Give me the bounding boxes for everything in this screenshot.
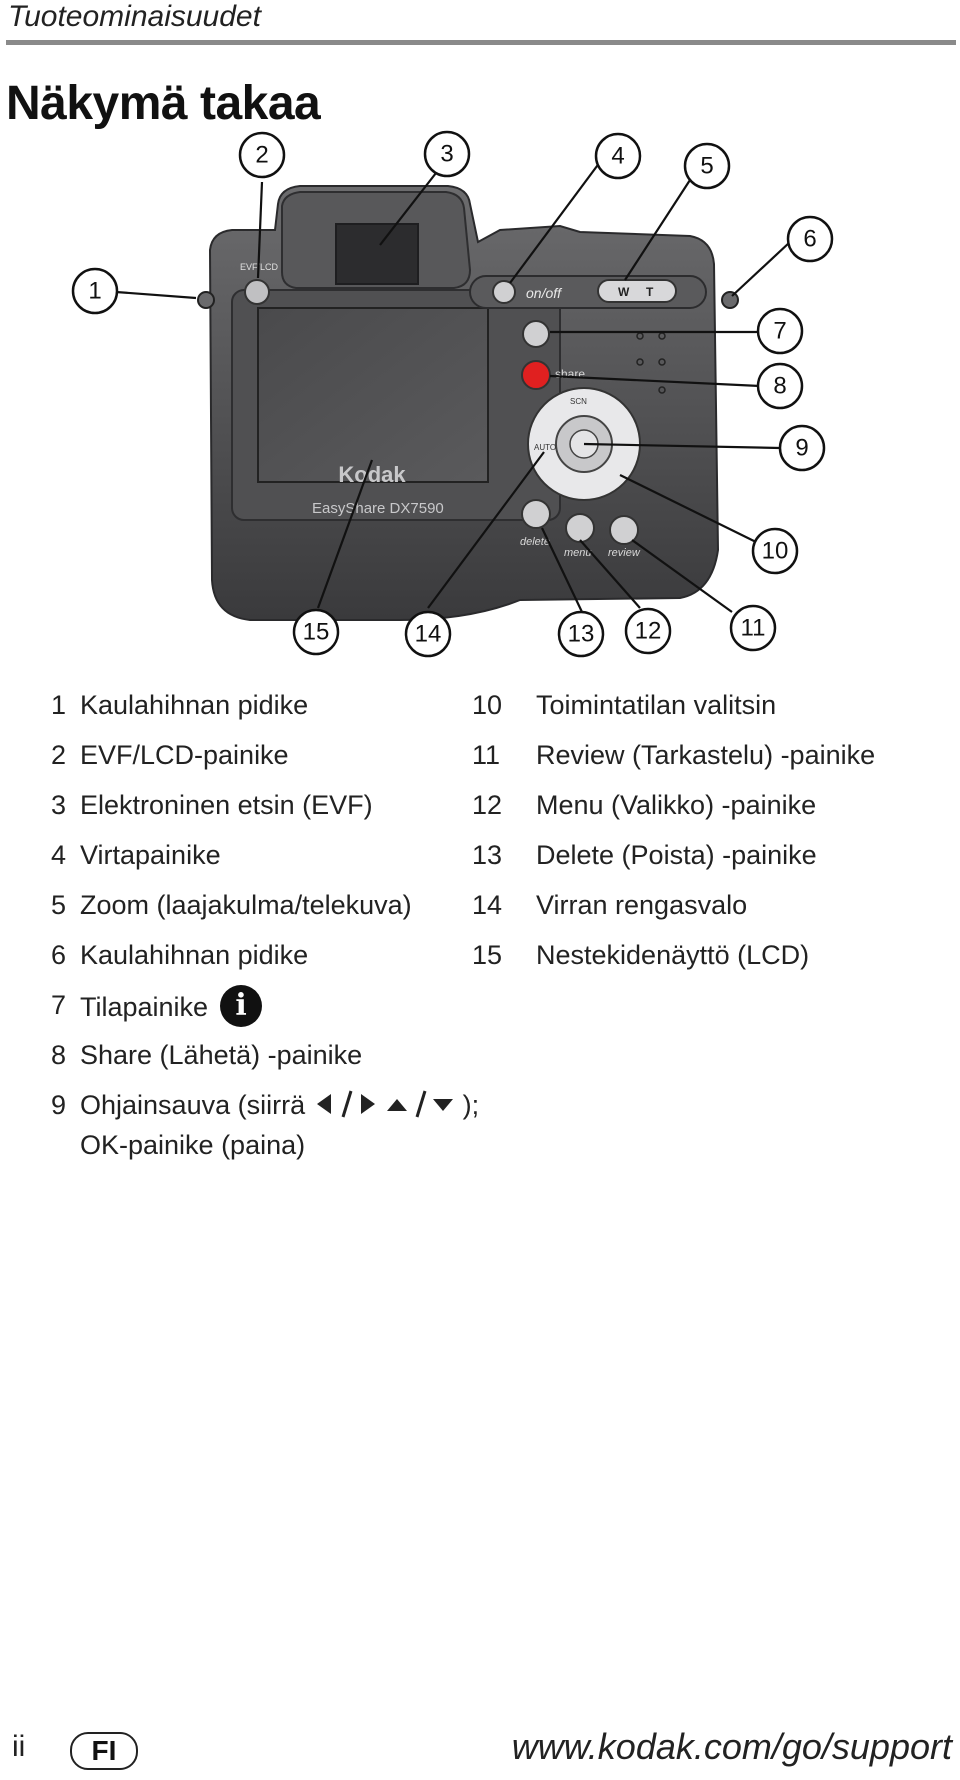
callout-markers: 1 2 3 4 5 6 7 8 9 10 11 12 13 14 15 — [71, 130, 834, 658]
callout-5: 5 — [683, 142, 731, 190]
svg-text:14: 14 — [415, 621, 442, 648]
header-rule — [6, 40, 956, 45]
callout-12: 12 — [624, 607, 672, 655]
callout-6: 6 — [786, 215, 834, 263]
svg-text:8: 8 — [773, 373, 786, 400]
svg-text:7: 7 — [773, 318, 786, 345]
power-button — [492, 280, 516, 304]
review-button — [609, 515, 639, 545]
leader-lines — [115, 161, 791, 613]
support-url[interactable]: www.kodak.com/go/support — [511, 1726, 952, 1767]
svg-text:5: 5 — [700, 153, 713, 180]
svg-text:9: 9 — [795, 435, 808, 462]
page-number: ii — [12, 1730, 26, 1763]
svg-text:13: 13 — [568, 621, 595, 648]
evf-lcd-button — [244, 279, 270, 305]
callout-11: 11 — [729, 604, 777, 652]
callout-3: 3 — [423, 130, 471, 178]
page-title: Näkymä takaa — [6, 77, 321, 130]
strap-eyelet-left — [197, 291, 215, 309]
menu-button — [565, 513, 595, 543]
brand-logo: Kodak — [338, 462, 406, 487]
callout-4: 4 — [594, 132, 642, 180]
svg-text:10: 10 — [762, 538, 789, 565]
left-right-up-down-arrows-icon — [316, 1090, 453, 1118]
strap-eyelet-right — [721, 291, 739, 309]
status-button — [522, 320, 550, 348]
section-title: Tuoteominaisuudet — [8, 0, 261, 33]
callout-10: 10 — [751, 527, 799, 575]
share-label: share — [555, 367, 585, 381]
callout-15: 15 — [292, 608, 340, 656]
on-off-label: on/off — [526, 285, 563, 301]
camera-body: Kodak EasyShare DX7590 EVF/LCD on/off W … — [197, 185, 739, 621]
review-label: review — [608, 547, 641, 559]
evf-window — [335, 223, 419, 285]
info-icon: i — [220, 985, 263, 1027]
callout-2: 2 — [238, 131, 286, 179]
callout-7: 7 — [756, 307, 804, 355]
svg-text:15: 15 — [303, 619, 330, 646]
language-badge: FI — [70, 1732, 138, 1770]
svg-text:11: 11 — [741, 615, 766, 642]
callout-1: 1 — [71, 267, 119, 315]
svg-text:2: 2 — [255, 142, 268, 169]
svg-text:6: 6 — [803, 226, 816, 253]
auto-label: AUTO — [534, 443, 556, 452]
svg-text:12: 12 — [635, 618, 662, 645]
zoom-t: T — [646, 285, 654, 299]
share-button — [521, 360, 551, 390]
menu-label: menu — [564, 547, 592, 559]
svg-text:3: 3 — [440, 141, 453, 168]
svg-text:1: 1 — [88, 278, 101, 305]
callout-13: 13 — [557, 610, 605, 658]
callout-9: 9 — [778, 424, 826, 472]
svg-text:4: 4 — [611, 143, 624, 170]
camera-back-diagram: Kodak EasyShare DX7590 EVF/LCD on/off W … — [71, 130, 834, 658]
lcd-screen — [257, 307, 489, 483]
zoom-lever — [597, 279, 677, 303]
scn-label: SCN — [570, 397, 587, 406]
delete-label: delete — [520, 536, 550, 548]
delete-button — [521, 499, 551, 529]
callout-14: 14 — [404, 610, 452, 658]
model-label: EasyShare DX7590 — [312, 500, 444, 517]
zoom-w: W — [618, 285, 630, 299]
callout-8: 8 — [756, 362, 804, 410]
